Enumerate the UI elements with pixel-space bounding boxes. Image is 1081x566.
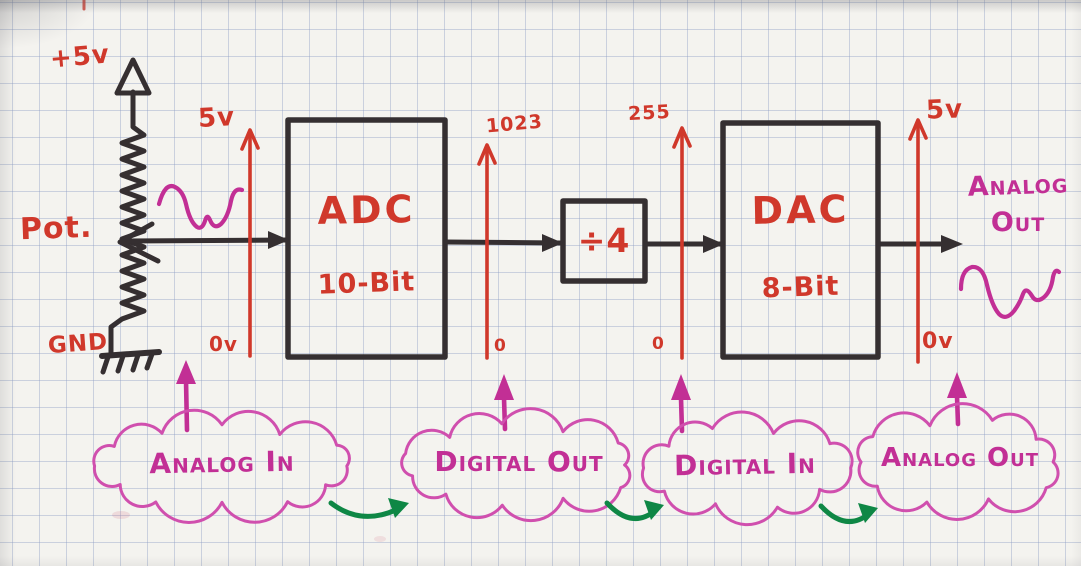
gnd-label: GND <box>47 328 110 360</box>
scale1-min-label: 0v <box>209 332 238 356</box>
analog-in-waveform-icon <box>156 184 245 230</box>
adc-subtitle: 10-Bit <box>317 266 416 301</box>
scan-smudges <box>82 0 386 542</box>
scale2-min-label: 0 <box>494 336 507 356</box>
wiper-wire <box>119 237 291 244</box>
analog-out-waveform-icon <box>958 264 1062 319</box>
digital-out-arrowhead-icon <box>494 374 514 400</box>
flow-arrowhead-2-icon <box>644 500 664 520</box>
cloud-arrowheads <box>176 360 967 400</box>
scale-arrow-analog-in <box>240 128 260 358</box>
flow-arrowhead-1-icon <box>388 498 409 518</box>
flow-arrowhead-3-icon <box>858 503 878 523</box>
analog-out-title-line1: Analog <box>967 168 1069 203</box>
scale-arrow-digital-out <box>477 143 497 360</box>
ground-bar <box>99 349 162 359</box>
scale2-max-label: 1023 <box>485 110 544 138</box>
cloud-digital-in <box>640 410 854 527</box>
divider-title: ÷4 <box>577 221 631 260</box>
digital-in-arrowhead-icon <box>671 374 691 400</box>
arrowhead-into-dac-icon <box>703 235 724 253</box>
pot-label: Pot. <box>19 209 93 248</box>
wiper-arrowhead-icon <box>117 221 161 264</box>
arrowhead-analog-out-icon <box>941 235 963 253</box>
adc-block-outline <box>285 117 448 360</box>
signal-wires <box>442 239 959 247</box>
resistor-zigzag <box>108 89 147 356</box>
wire-arrowheads <box>268 231 963 253</box>
scale-arrow-digital-in <box>672 126 692 360</box>
cloud-label-analog-in: Analog In <box>149 444 295 481</box>
analog-out-arrowhead-icon <box>947 372 967 398</box>
cloud-analog-out <box>856 402 1060 521</box>
cloud-label-digital-in: Digital In <box>673 446 817 483</box>
dac-title: DAC <box>751 187 850 233</box>
scale3-min-label: 0 <box>652 334 665 354</box>
analog-in-arrowhead-icon <box>176 360 196 384</box>
divider-block-outline <box>560 198 648 284</box>
potentiometer-symbol <box>99 57 291 375</box>
scale1-max-label: 5v <box>197 102 236 134</box>
cloud-digital-out <box>400 407 632 523</box>
analog-out-title-line2: Out <box>990 207 1046 238</box>
scale3-max-label: 255 <box>627 100 672 126</box>
cloud-label-analog-out: Analog Out <box>880 443 1040 473</box>
cloud-analog-in <box>92 408 351 524</box>
dac-subtitle: 8-Bit <box>761 270 840 305</box>
adc-title: ADC <box>317 187 416 233</box>
ground-hatches <box>100 351 155 375</box>
scale4-min-label: 0v <box>922 329 954 354</box>
arrowhead-into-divider-icon <box>542 234 563 252</box>
arrowhead-into-adc-icon <box>268 231 289 249</box>
supply-arrowhead-icon <box>114 57 152 96</box>
supply-voltage-label: +5v <box>48 39 112 75</box>
scale4-max-label: 5v <box>925 94 964 126</box>
dac-block-outline <box>720 120 881 360</box>
cloud-label-digital-out: Digital Out <box>434 445 604 478</box>
scale-arrow-analog-out <box>908 118 928 364</box>
cloud-arrows <box>183 377 961 434</box>
